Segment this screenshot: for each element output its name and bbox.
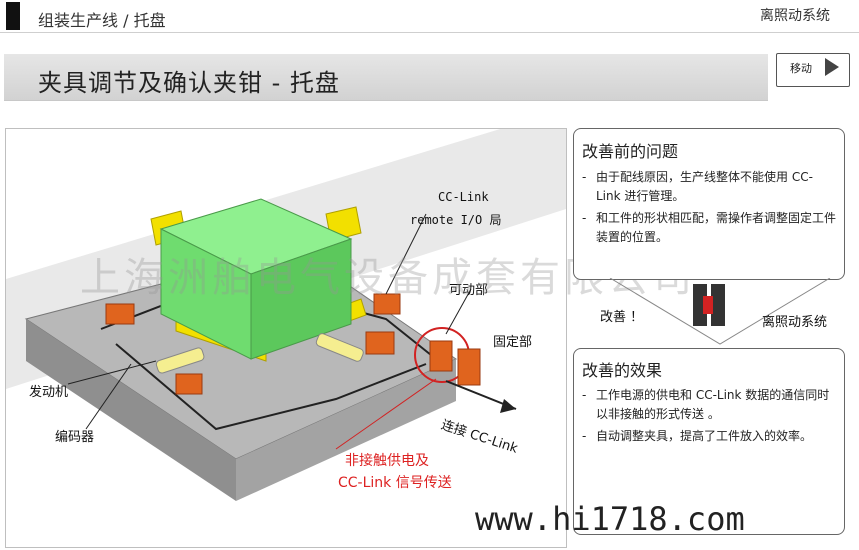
system-name: 离照动系统 bbox=[760, 8, 830, 24]
device-signal-icon bbox=[703, 296, 713, 314]
title-band bbox=[4, 54, 768, 101]
panel-before-title: 改善前的问题 bbox=[582, 142, 679, 161]
pallet-side-right bbox=[236, 359, 456, 501]
improvement-connector bbox=[609, 278, 831, 345]
list-item: 工作电源的供电和 CC-Link 数据的通信同时以非接触的形式传送 。 bbox=[582, 386, 837, 424]
panel-before-list: 由于配线原因，生产线整体不能使用 CC-Link 进行管理。 和工件的形状相匹配… bbox=[582, 168, 837, 250]
pallet-side-left bbox=[26, 319, 236, 501]
label-remote-io: remote I/O 局 bbox=[410, 213, 502, 227]
label-motor: 发动机 bbox=[29, 385, 69, 400]
device-left-icon bbox=[693, 284, 707, 326]
fixed-part bbox=[457, 348, 481, 386]
leader-motor bbox=[67, 360, 157, 385]
device-right-icon bbox=[711, 284, 725, 326]
improve-label: 改善 ！ bbox=[600, 310, 644, 325]
connector-line bbox=[609, 278, 831, 345]
watermark-site: www.hi1718.com bbox=[475, 500, 745, 538]
motor-front bbox=[155, 347, 205, 374]
move-button-label: 移动 bbox=[790, 62, 812, 75]
breadcrumb: 组装生产线 / 托盘 bbox=[38, 11, 166, 30]
panel-after-list: 工作电源的供电和 CC-Link 数据的通信同时以非接触的形式传送 。 自动调整… bbox=[582, 386, 837, 449]
list-item: 和工件的形状相匹配，需操作者调整固定工件装置的位置。 bbox=[582, 209, 837, 247]
label-cclink-signal: CC-Link 信号传送 bbox=[338, 475, 452, 491]
leader-encoder bbox=[85, 363, 132, 430]
system-label: 离照动系统 bbox=[762, 315, 828, 330]
label-movable-part: 可动部 bbox=[449, 283, 489, 298]
io-module-left bbox=[105, 303, 135, 325]
pallet-diagram bbox=[6, 129, 566, 501]
label-cclink: CC-Link bbox=[438, 190, 489, 204]
label-fixed-part: 固定部 bbox=[493, 335, 533, 350]
arrow-right-icon bbox=[825, 58, 839, 76]
motor-right bbox=[315, 333, 364, 362]
leader-remote bbox=[385, 213, 427, 295]
page-title: 夹具调节及确认夹钳 - 托盘 bbox=[38, 69, 340, 97]
leader-movable bbox=[445, 288, 472, 335]
panel-after-title: 改善的效果 bbox=[582, 361, 663, 380]
label-encoder: 编码器 bbox=[55, 430, 95, 445]
list-item: 自动调整夹具，提高了工件放入的效率。 bbox=[582, 427, 837, 446]
arrow-head-icon bbox=[500, 399, 516, 413]
pallet-illustration bbox=[5, 128, 567, 548]
header-divider bbox=[0, 32, 859, 33]
header-marker bbox=[6, 2, 20, 30]
label-noncontact-power: 非接触供电及 bbox=[345, 453, 429, 469]
io-module-back bbox=[373, 293, 401, 315]
movable-part bbox=[429, 340, 453, 372]
io-module-right bbox=[365, 331, 395, 355]
leader-noncontact bbox=[335, 378, 437, 450]
io-module-front bbox=[175, 373, 203, 395]
block-right bbox=[250, 238, 352, 360]
list-item: 由于配线原因，生产线整体不能使用 CC-Link 进行管理。 bbox=[582, 168, 837, 206]
